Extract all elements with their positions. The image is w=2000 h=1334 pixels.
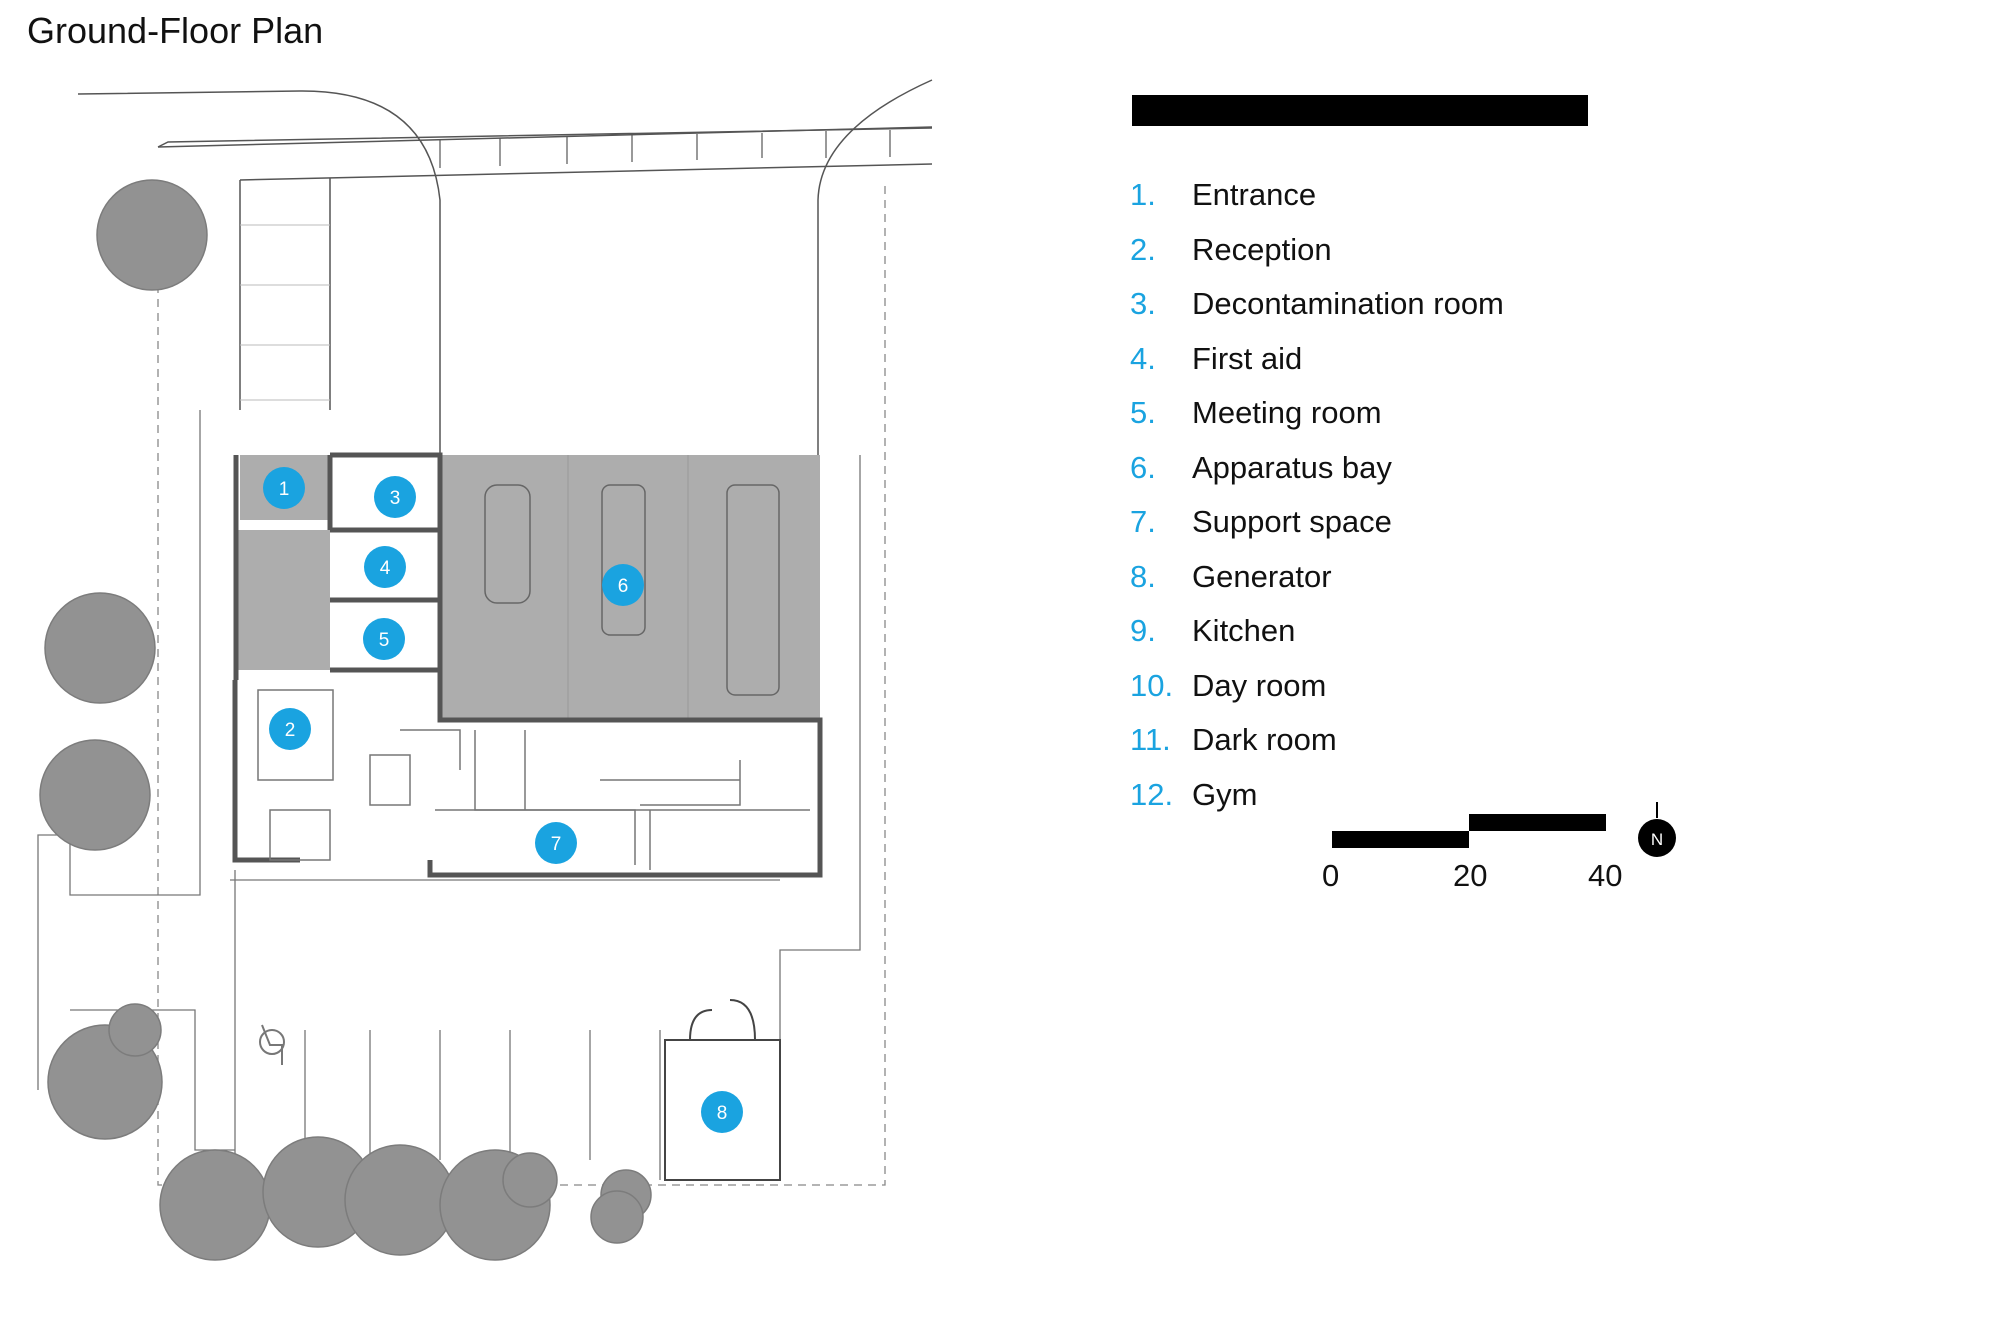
room-markers: 1 2 3 4 5 6 7 8 [263,467,743,1133]
legend: 1. Entrance 2. Reception 3. Decontamination r… [1130,168,1504,822]
legend-item: 6. Apparatus bay [1130,441,1504,496]
legend-item-number: 10. [1130,667,1174,703]
svg-text:8: 8 [717,1103,728,1124]
legend-item-label: Reception [1192,231,1332,267]
legend-item: 3. Decontamination room [1130,277,1504,332]
legend-item: 11. Dark room [1130,713,1504,768]
room-marker-8: 8 [701,1091,743,1133]
legend-item-number: 3. [1130,286,1156,322]
svg-text:3: 3 [390,488,401,509]
page-title: Ground-Floor Plan [27,10,324,51]
legend-item-label: Meeting room [1192,395,1382,431]
legend-item: 10. Day room [1130,659,1504,714]
legend-item: 9. Kitchen [1130,604,1504,659]
road-lines [77,79,933,460]
svg-text:2: 2 [285,720,296,741]
generator-enclosure [664,999,781,1181]
legend-item-label: Generator [1192,558,1332,594]
svg-text:5: 5 [379,630,390,651]
legend-header-bar [1132,95,1588,126]
room-marker-1: 1 [263,467,305,509]
corridor-area [235,530,330,670]
legend-item-number: 9. [1130,613,1156,649]
room-marker-4: 4 [364,546,406,588]
legend-item-label: Entrance [1192,177,1317,213]
svg-text:7: 7 [551,834,562,855]
legend-item: 2. Reception [1130,223,1504,278]
legend-item-label: Gym [1192,776,1258,812]
legend-item: 12. Gym [1130,768,1504,823]
svg-text:N: N [1651,830,1663,849]
svg-text:4: 4 [380,558,391,579]
legend-item-label: Day room [1192,667,1327,703]
tree-icon [39,179,652,1261]
scale-label-20: 20 [1453,858,1488,893]
accessible-parking-icon [259,1024,285,1065]
legend-item-label: First aid [1192,340,1303,376]
svg-text:6: 6 [618,576,629,597]
legend-item-number: 4. [1130,340,1156,376]
room-marker-5: 5 [363,618,405,660]
legend-item: 1. Entrance [1130,168,1504,223]
legend-item-number: 12. [1130,776,1174,812]
legend-item: 8. Generator [1130,550,1504,605]
legend-item-number: 11. [1130,722,1171,758]
curb-ticks [439,130,891,168]
legend-item-number: 7. [1130,504,1156,540]
svg-text:1: 1 [279,479,290,500]
building [232,452,823,878]
legend-item-label: Kitchen [1192,613,1296,649]
legend-item-number: 5. [1130,395,1156,431]
legend-item: 4. First aid [1130,332,1504,387]
legend-item: 7. Support space [1130,495,1504,550]
scale-bar [1332,814,1606,848]
legend-item-label: Apparatus bay [1192,449,1392,485]
legend-item-label: Decontamination room [1192,286,1504,322]
north-arrow-icon: N [1638,802,1676,857]
room-marker-6: 6 [602,564,644,606]
room-marker-2: 2 [269,708,311,750]
scale-label-0: 0 [1322,858,1340,893]
legend-item-number: 8. [1130,558,1156,594]
room-marker-3: 3 [374,476,416,518]
legend-item-number: 1. [1130,177,1156,213]
vehicles [484,484,780,696]
walkway [240,224,330,401]
legend-item-number: 6. [1130,449,1156,485]
legend-item: 5. Meeting room [1130,386,1504,441]
scale-label-40: 40 [1588,858,1623,893]
legend-item-label: Dark room [1192,722,1337,758]
room-marker-7: 7 [535,822,577,864]
legend-item-number: 2. [1130,231,1156,267]
legend-item-label: Support space [1192,504,1392,540]
